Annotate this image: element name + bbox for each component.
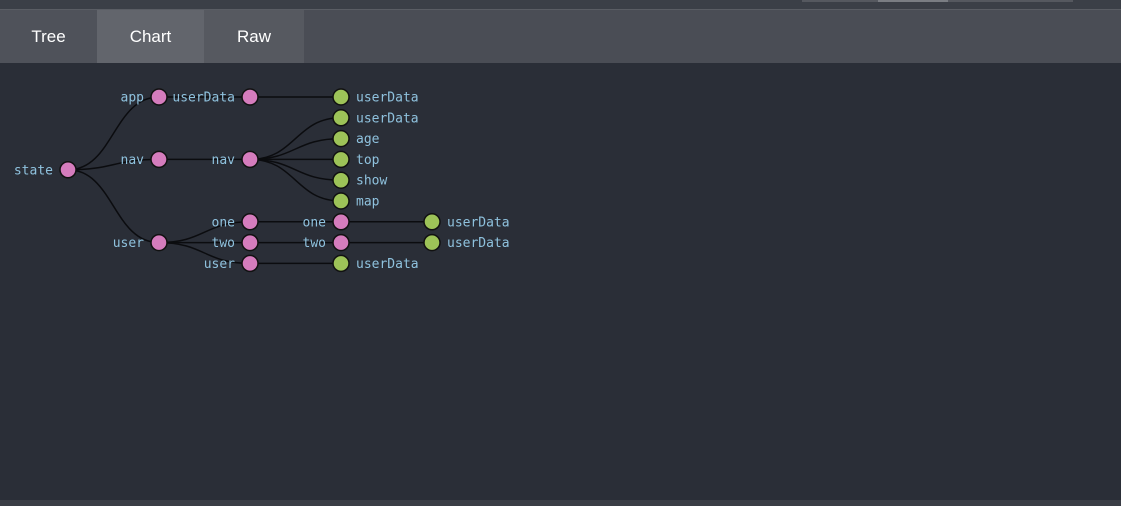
branch-node-marker[interactable]: [150, 233, 168, 252]
tree-node-label: top: [356, 153, 380, 168]
tree-link: [158, 241, 251, 265]
window-top-strip: [0, 0, 1121, 9]
tree-node-userData[interactable]: userData: [332, 88, 419, 106]
leaf-node-marker[interactable]: [332, 129, 350, 148]
branch-node-marker[interactable]: [241, 213, 259, 231]
branch-node-marker[interactable]: [332, 213, 350, 231]
leaf-node-marker[interactable]: [423, 233, 441, 252]
tree-node-userData[interactable]: userData: [423, 213, 510, 231]
tree-node-label: two: [212, 236, 235, 251]
leaf-node-marker[interactable]: [332, 254, 350, 273]
leaf-node-marker[interactable]: [332, 150, 350, 169]
leaf-node-marker[interactable]: [332, 88, 350, 106]
top-strip-segment: [878, 0, 948, 2]
leaf-node-marker[interactable]: [423, 213, 441, 231]
leaf-node-marker[interactable]: [332, 192, 350, 210]
tree-node-label: nav: [121, 153, 145, 168]
branch-node-marker[interactable]: [241, 150, 259, 169]
top-strip-segment: [948, 0, 1073, 2]
leaf-node-marker[interactable]: [332, 109, 350, 127]
tree-node-label: userData: [447, 236, 510, 251]
tree-link: [249, 158, 342, 181]
tree-node-top[interactable]: top: [332, 150, 380, 169]
view-tab-bar: Tree Chart Raw: [0, 9, 1121, 64]
tab-raw[interactable]: Raw: [204, 10, 304, 64]
tree-node-map[interactable]: map: [332, 192, 380, 210]
chart-panel: userData userData app userData age top show map…: [0, 63, 1121, 500]
tree-link: [249, 158, 342, 202]
tree-node-label: map: [356, 195, 380, 210]
tree-link: [249, 137, 342, 161]
bottom-scroll-strip: [0, 500, 1121, 506]
tree-node-one[interactable]: one: [212, 213, 259, 231]
tree-node-label: user: [113, 236, 144, 251]
tree-node-one[interactable]: one: [303, 213, 350, 231]
branch-node-marker[interactable]: [150, 150, 168, 169]
leaf-node-marker[interactable]: [332, 171, 350, 189]
tab-tree[interactable]: Tree: [0, 10, 97, 64]
branch-node-marker[interactable]: [241, 88, 259, 106]
tree-node-label: one: [212, 215, 236, 230]
tree-node-state[interactable]: state: [14, 161, 77, 179]
tree-node-user[interactable]: user: [113, 233, 168, 252]
tree-node-label: two: [303, 236, 326, 251]
tree-link: [249, 117, 342, 161]
tree-node-label: age: [356, 132, 380, 147]
tree-nodes: userData userData app userData age top show map…: [14, 88, 510, 273]
tree-node-label: userData: [356, 91, 419, 106]
tree-node-label: userData: [447, 215, 510, 230]
branch-node-marker[interactable]: [150, 88, 168, 106]
tree-node-userData[interactable]: userData: [332, 254, 419, 273]
tree-node-label: user: [204, 257, 235, 272]
tree-node-label: nav: [212, 153, 236, 168]
tree-link: [67, 158, 160, 171]
tree-node-userData[interactable]: userData: [172, 88, 259, 106]
tree-node-two[interactable]: two: [303, 233, 350, 252]
tree-node-age[interactable]: age: [332, 129, 380, 148]
tree-node-app[interactable]: app: [121, 88, 168, 106]
tree-node-label: userData: [356, 257, 419, 272]
tree-node-label: show: [356, 174, 387, 189]
tab-chart[interactable]: Chart: [97, 10, 204, 64]
tree-link: [67, 169, 160, 244]
tree-node-label: userData: [172, 91, 235, 106]
tree-node-nav[interactable]: nav: [121, 150, 168, 169]
tree-node-show[interactable]: show: [332, 171, 387, 189]
branch-node-marker[interactable]: [241, 233, 259, 252]
tree-node-label: state: [14, 163, 53, 178]
tree-node-label: one: [303, 215, 327, 230]
tree-node-label: userData: [356, 111, 419, 126]
branch-node-marker[interactable]: [59, 161, 77, 179]
tree-node-label: app: [121, 91, 145, 106]
branch-node-marker[interactable]: [241, 254, 259, 273]
tree-link: [67, 96, 160, 171]
tree-node-nav[interactable]: nav: [212, 150, 259, 169]
branch-node-marker[interactable]: [332, 233, 350, 252]
top-strip-segment: [802, 0, 878, 2]
tree-links: [67, 96, 432, 265]
state-tree-chart: userData userData app userData age top show map…: [14, 88, 510, 273]
tree-link: [158, 221, 251, 244]
tree-node-two[interactable]: two: [212, 233, 259, 252]
tree-node-userData[interactable]: userData: [423, 233, 510, 252]
tree-node-userData[interactable]: userData: [332, 109, 419, 127]
tree-node-user[interactable]: user: [204, 254, 259, 273]
